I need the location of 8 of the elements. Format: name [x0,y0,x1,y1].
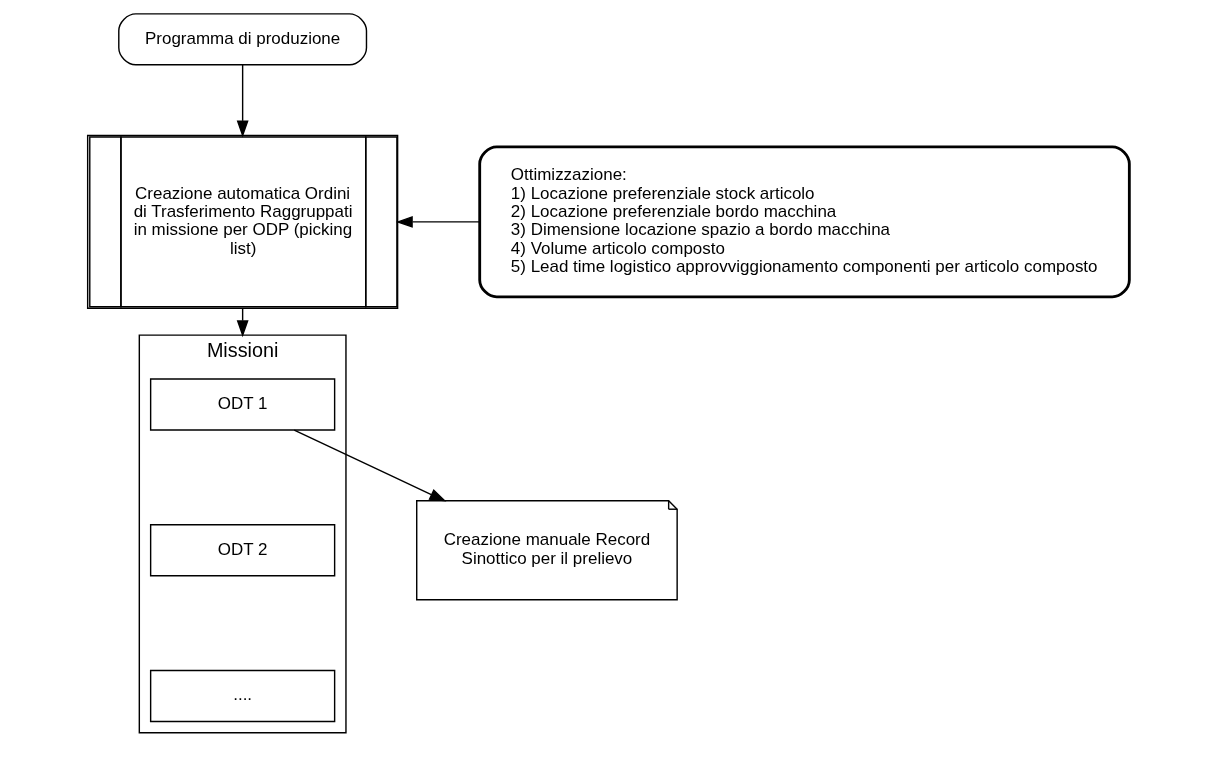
node-box: ODT 2 [149,524,336,577]
node-box: ODT 1 [149,378,336,431]
arrow [395,215,481,228]
node-box: Programma di produzione [118,13,368,66]
arrow [293,429,447,502]
node-box: .... [149,669,336,723]
arrow [236,64,249,138]
node-box: Ottimizzazione: 1) Locazione preferenziale stock articolo 2) Locazione preferenziale bordo macchina 3) Dimensione locazione spazio a bordo macchina 4) Volume articolo composto 5) Lead time logistico approvviggionamento componenti per articolo composto [478,145,1131,299]
